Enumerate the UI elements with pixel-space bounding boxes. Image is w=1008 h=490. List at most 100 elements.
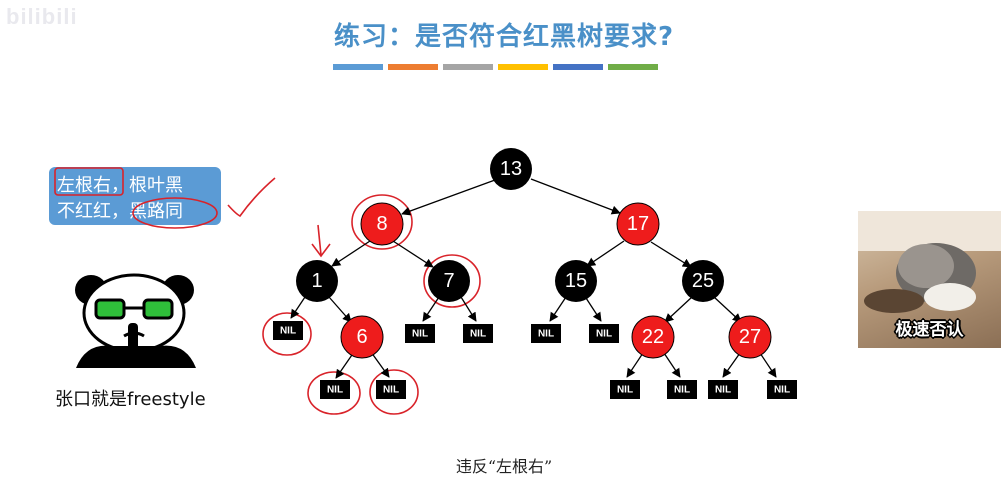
edge xyxy=(422,296,440,322)
nil-leaf: NIL xyxy=(320,380,350,399)
edge xyxy=(530,178,621,215)
panda-meme-image xyxy=(75,273,196,368)
node-circle xyxy=(428,260,470,302)
edge xyxy=(664,296,693,323)
rule-bubble: 左根右，根叶黑 不红红，黑路同 xyxy=(49,167,221,225)
color-bar xyxy=(498,64,548,70)
tree-node-27: 27 xyxy=(728,315,772,359)
svg-text:NIL: NIL xyxy=(327,385,343,396)
svg-text:NIL: NIL xyxy=(774,385,790,396)
nil-leaf: NIL xyxy=(708,380,738,399)
tree-node-6: 6 xyxy=(340,315,384,359)
tree-node-22: 22 xyxy=(631,315,675,359)
edge xyxy=(290,296,306,319)
slide-title: 练习：是否符合红黑树要求? xyxy=(333,22,675,52)
tree-node-25: 25 xyxy=(682,260,724,302)
panda-caption: 张口就是freestyle xyxy=(55,389,206,410)
circle-annotation-nil xyxy=(369,369,419,415)
tree-edges xyxy=(290,178,777,379)
tree-node-17: 17 xyxy=(616,202,660,246)
svg-text:NIL: NIL xyxy=(383,385,399,396)
edge xyxy=(722,352,741,378)
edge xyxy=(392,240,434,268)
edge xyxy=(585,297,602,322)
node-label: 7 xyxy=(443,270,454,292)
tree-node-8: 8 xyxy=(360,202,404,246)
color-bar xyxy=(333,64,383,70)
node-label: 17 xyxy=(627,213,649,235)
color-bar xyxy=(608,64,658,70)
tree-node-15: 15 xyxy=(555,260,597,302)
edge xyxy=(370,351,390,378)
color-bar xyxy=(443,64,493,70)
edge xyxy=(586,240,625,267)
node-circle xyxy=(555,260,597,302)
nil-leaf: NIL xyxy=(531,324,561,343)
node-circle xyxy=(296,260,338,302)
annotations xyxy=(54,167,481,415)
node-circle xyxy=(490,148,532,190)
svg-text:NIL: NIL xyxy=(715,385,731,396)
node-label: 22 xyxy=(642,326,664,348)
checkmark-annotation xyxy=(227,177,276,218)
oval-annotation xyxy=(132,197,218,229)
circle-annotation-7 xyxy=(423,254,481,308)
node-label: 15 xyxy=(565,270,587,292)
nil-leaf: NIL xyxy=(376,380,406,399)
node-label: 8 xyxy=(376,213,387,235)
svg-text:NIL: NIL xyxy=(412,329,428,340)
node-label: 25 xyxy=(692,270,714,292)
node-label: 1 xyxy=(311,270,322,292)
svg-text:NIL: NIL xyxy=(674,385,690,396)
nil-leaf: NIL xyxy=(405,324,435,343)
edge xyxy=(759,352,777,378)
nil-leaf: NIL xyxy=(463,324,493,343)
node-label: 27 xyxy=(739,326,761,348)
svg-text:NIL: NIL xyxy=(617,385,633,396)
svg-text:NIL: NIL xyxy=(538,329,554,340)
tree-node-7: 7 xyxy=(428,260,470,302)
svg-text:NIL: NIL xyxy=(596,329,612,340)
edge xyxy=(663,352,681,378)
edge xyxy=(401,179,496,216)
node-circle xyxy=(360,202,404,246)
node-circle xyxy=(340,315,384,359)
circle-annotation-nil xyxy=(262,312,312,356)
nil-leaf: NIL xyxy=(667,380,697,399)
edge xyxy=(713,296,742,323)
edge xyxy=(335,351,355,379)
meme-caption: 极速否认 xyxy=(895,320,964,340)
node-circle xyxy=(682,260,724,302)
nil-leaf: NIL xyxy=(273,321,303,340)
svg-text:NIL: NIL xyxy=(470,329,486,340)
color-bar xyxy=(553,64,603,70)
node-circle xyxy=(728,315,772,359)
box-annotation xyxy=(54,167,124,196)
cat-figure xyxy=(858,211,1001,313)
edge xyxy=(460,296,477,322)
node-label: 13 xyxy=(500,158,522,180)
watermark: bilibili xyxy=(6,4,78,29)
rule-line-2: 不红红，黑路同 xyxy=(57,201,183,222)
nil-leaf: NIL xyxy=(610,380,640,399)
rule-line-1: 左根右，根叶黑 xyxy=(57,175,183,196)
tree-caption: 违反“左根右” xyxy=(455,457,553,476)
circle-annotation-nil xyxy=(307,371,361,415)
edge xyxy=(549,296,567,322)
node-label: 6 xyxy=(356,326,367,348)
edge xyxy=(650,241,692,268)
circle-annotation-8 xyxy=(351,194,413,250)
tree-node-1: 1 xyxy=(296,260,338,302)
down-arrow-annotation xyxy=(311,224,331,258)
edge xyxy=(331,240,371,267)
cat-meme-image: 极速否认 xyxy=(858,211,1001,348)
color-bar xyxy=(388,64,438,70)
edge xyxy=(328,296,352,323)
edge xyxy=(626,352,644,378)
node-circle xyxy=(616,202,660,246)
svg-text:NIL: NIL xyxy=(280,326,296,337)
tree-node-13: 13 xyxy=(490,148,532,190)
nil-leaf: NIL xyxy=(767,380,797,399)
node-circle xyxy=(631,315,675,359)
